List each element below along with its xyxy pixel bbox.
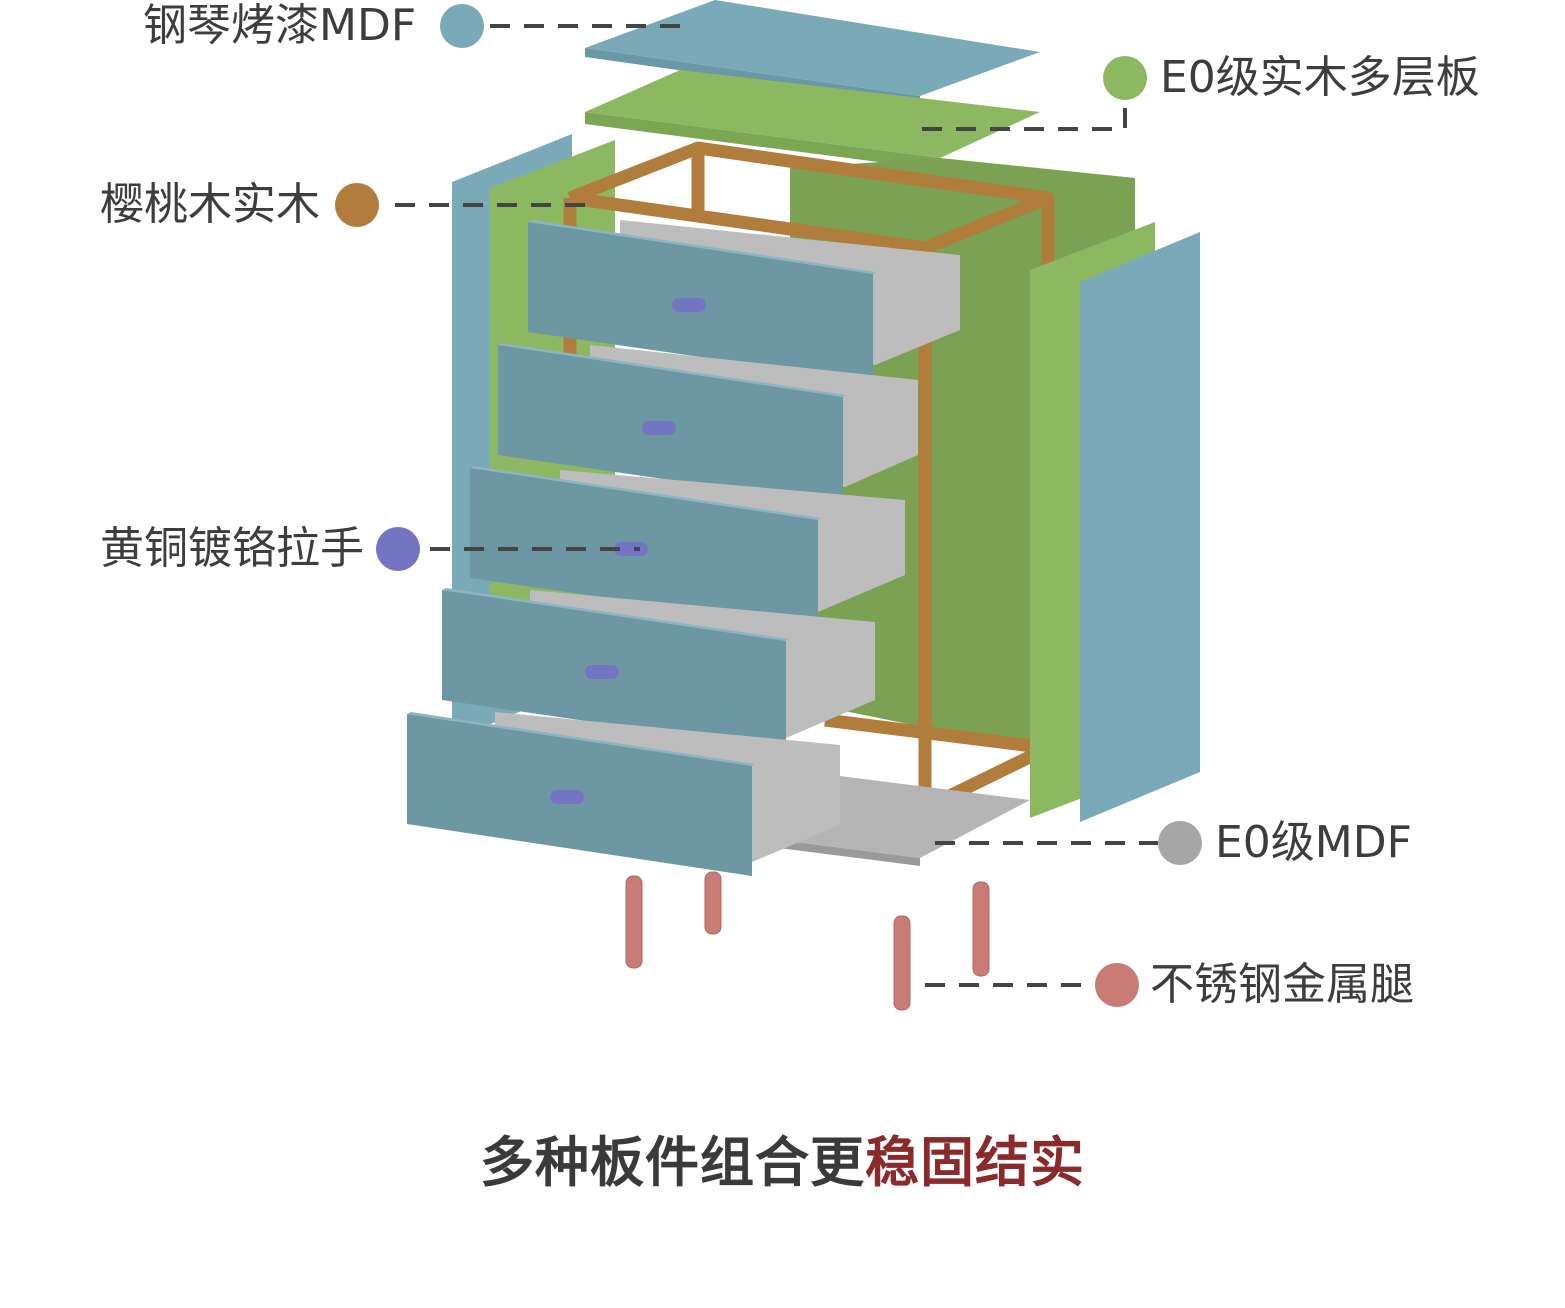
label-brass-handle: 黄铜镀铬拉手 bbox=[100, 523, 364, 574]
label-piano-lacquer-mdf: 钢琴烤漆MDF bbox=[143, 0, 417, 51]
top-plywood-panel bbox=[585, 70, 1040, 170]
label-e0-mdf: E0级MDF bbox=[1215, 817, 1412, 868]
label-cherry-wood: 樱桃木实木 bbox=[100, 179, 320, 230]
handle-dot-icon bbox=[376, 527, 420, 571]
drawer-3 bbox=[470, 466, 905, 628]
steel-legs bbox=[625, 871, 990, 1011]
mdf-dot-icon bbox=[1158, 821, 1202, 865]
drawer-2 bbox=[498, 343, 918, 505]
drawer-1 bbox=[528, 220, 960, 382]
cherry-dot-icon bbox=[335, 183, 379, 227]
headline: 多种板件组合更稳固结实 bbox=[0, 1118, 1565, 1197]
right-lacquer-side bbox=[1080, 232, 1200, 822]
headline-part-1: 多种板件组合更 bbox=[480, 1131, 865, 1194]
headline-part-2: 稳固结实 bbox=[865, 1131, 1085, 1194]
drawer-4 bbox=[442, 588, 875, 750]
legs-dot-icon bbox=[1095, 963, 1139, 1007]
lacquer-dot-icon bbox=[440, 4, 484, 48]
leader-lines bbox=[395, 24, 1158, 987]
label-e0-plywood: E0级实木多层板 bbox=[1160, 52, 1480, 103]
drawer-5 bbox=[407, 712, 840, 876]
plywood-dot-icon bbox=[1103, 56, 1147, 100]
label-steel-legs: 不锈钢金属腿 bbox=[1150, 959, 1414, 1010]
